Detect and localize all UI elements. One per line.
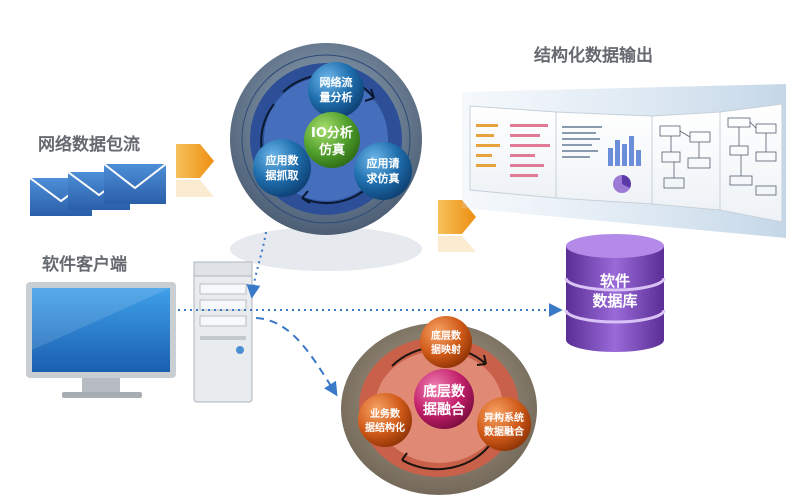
fusion-center-line1: 底层数	[423, 383, 466, 400]
io-node-left-line2: 据抓取	[266, 168, 299, 182]
fusion-node-top-line1: 底层数	[431, 329, 462, 342]
io-node-top-line1: 网络流	[320, 75, 353, 89]
fusion-node-top	[420, 316, 472, 368]
io-node-right-line1: 应用请	[367, 156, 400, 170]
io-center-line1: IO分析	[311, 125, 353, 141]
flow-arrow-to-io	[176, 144, 214, 197]
io-node-top-line2: 量分析	[320, 90, 353, 104]
report-panel	[469, 105, 557, 199]
report-panel	[651, 111, 721, 211]
io-node-left-line1: 应用数	[266, 153, 300, 167]
label-client: 软件客户端	[42, 255, 127, 275]
database-icon: 软件 数据库	[564, 234, 666, 352]
fusion-node-right-line2: 数据融合	[484, 425, 525, 438]
io-node-center	[304, 112, 360, 168]
envelope-icon	[103, 163, 167, 204]
flow-arrow-to-output	[438, 200, 476, 252]
fusion-node-left	[358, 393, 412, 447]
fusion-node-center	[414, 369, 474, 429]
server-tower-icon	[193, 261, 253, 403]
fusion-cycle: 底层数 据映射 业务数 据结构化 异构系统 数据融合 底层数 据融合	[341, 316, 537, 495]
link-client-to-fusion	[255, 317, 338, 397]
io-node-right-line2: 求仿真	[367, 171, 400, 185]
database-line2: 数据库	[592, 292, 637, 310]
fusion-node-right-line1: 异构系统	[484, 411, 524, 424]
io-cycle: 网络流 量分析 应用数 据抓取 应用请 求仿真 IO分析 仿真	[230, 43, 422, 271]
database-line1: 软件	[600, 272, 630, 290]
io-center-line2: 仿真	[319, 142, 345, 158]
label-structured-output: 结构化数据输出	[534, 46, 653, 66]
envelope-icon-group	[29, 163, 167, 216]
link-io-to-client	[246, 231, 267, 299]
io-node-left	[253, 139, 311, 197]
io-node-top	[308, 62, 364, 118]
fusion-node-left-line2: 据结构化	[365, 421, 405, 434]
fusion-node-left-line1: 业务数	[370, 407, 401, 420]
client-computer	[26, 261, 253, 403]
fusion-node-right	[477, 397, 531, 451]
fusion-center-line2: 据融合	[423, 401, 466, 418]
report-panel	[719, 103, 783, 223]
output-reports	[462, 84, 786, 238]
fusion-node-top-line2: 据映射	[431, 343, 461, 356]
io-node-right	[354, 142, 412, 200]
label-input-stream: 网络数据包流	[38, 135, 140, 155]
report-panel	[555, 111, 653, 205]
